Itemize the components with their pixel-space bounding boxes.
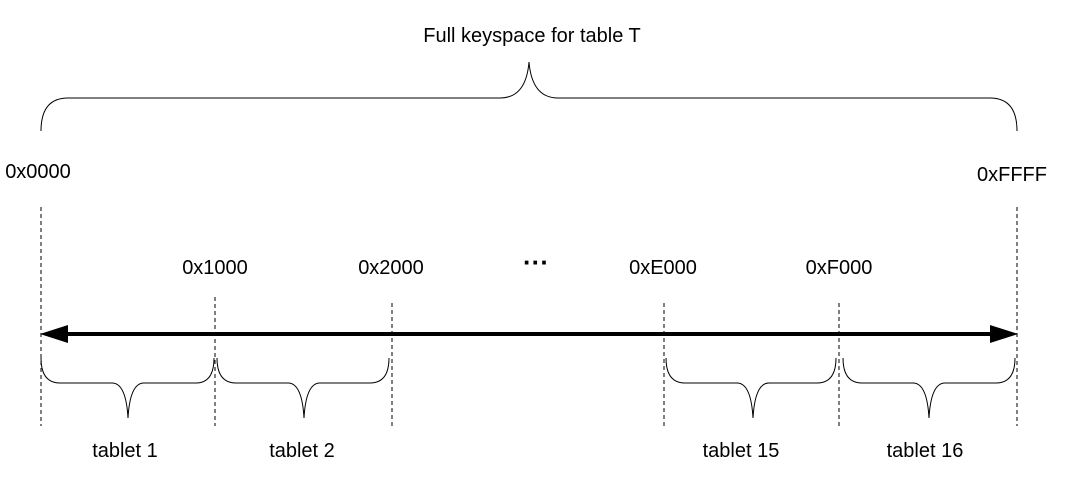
- axis-arrowhead-right: [990, 325, 1018, 343]
- tablet-2-label: tablet 2: [269, 440, 335, 462]
- tablet-15-label: tablet 15: [703, 440, 780, 462]
- boundary-label-1000: 0x1000: [182, 257, 248, 279]
- tablet-1-label: tablet 1: [92, 440, 158, 462]
- diagram-title: Full keyspace for table T: [423, 25, 641, 47]
- boundary-label-e000: 0xE000: [629, 257, 697, 279]
- ellipsis: ···: [523, 247, 549, 277]
- tablet-1-brace: [40, 357, 215, 419]
- tablet-16-label: tablet 16: [887, 440, 964, 462]
- tablet-2-brace: [216, 357, 390, 419]
- tablet-16-brace: [842, 357, 1016, 419]
- keyspace-brace: [40, 61, 1018, 132]
- range-start-label: 0x0000: [5, 161, 71, 183]
- axis-arrowhead-left: [40, 325, 68, 343]
- boundary-label-f000: 0xF000: [806, 257, 873, 279]
- range-end-label: 0xFFFF: [977, 164, 1047, 186]
- boundary-label-2000: 0x2000: [358, 257, 424, 279]
- tablet-15-brace: [665, 357, 837, 419]
